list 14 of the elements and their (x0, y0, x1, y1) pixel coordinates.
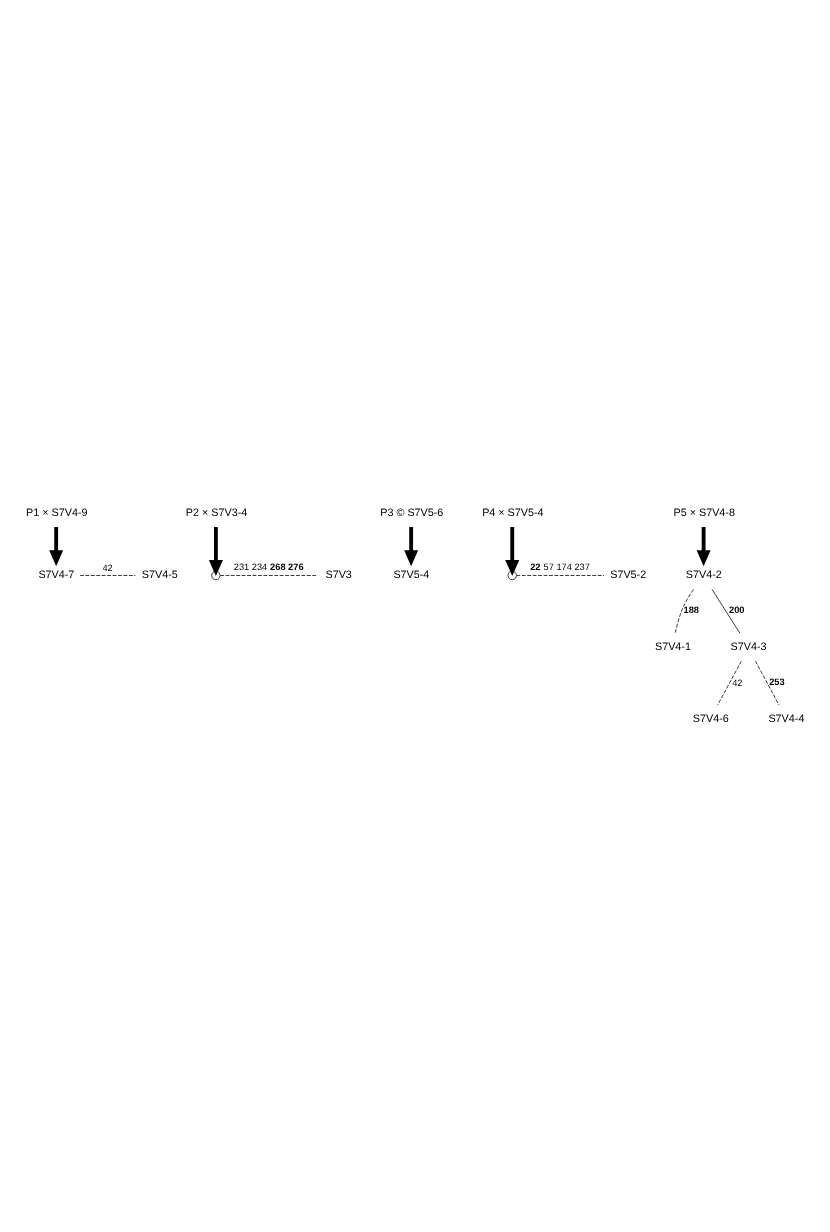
connector (717, 660, 742, 706)
arrow (404, 527, 419, 567)
node-circle (507, 570, 517, 581)
connector (755, 660, 780, 706)
arrow (505, 527, 520, 576)
connector (674, 589, 694, 634)
connector (516, 575, 605, 576)
arrow (208, 527, 223, 576)
connector (219, 575, 318, 576)
arrow (49, 527, 64, 567)
node-circle (211, 570, 221, 581)
connector (79, 575, 136, 576)
arrow (696, 527, 711, 567)
connector (711, 589, 741, 634)
